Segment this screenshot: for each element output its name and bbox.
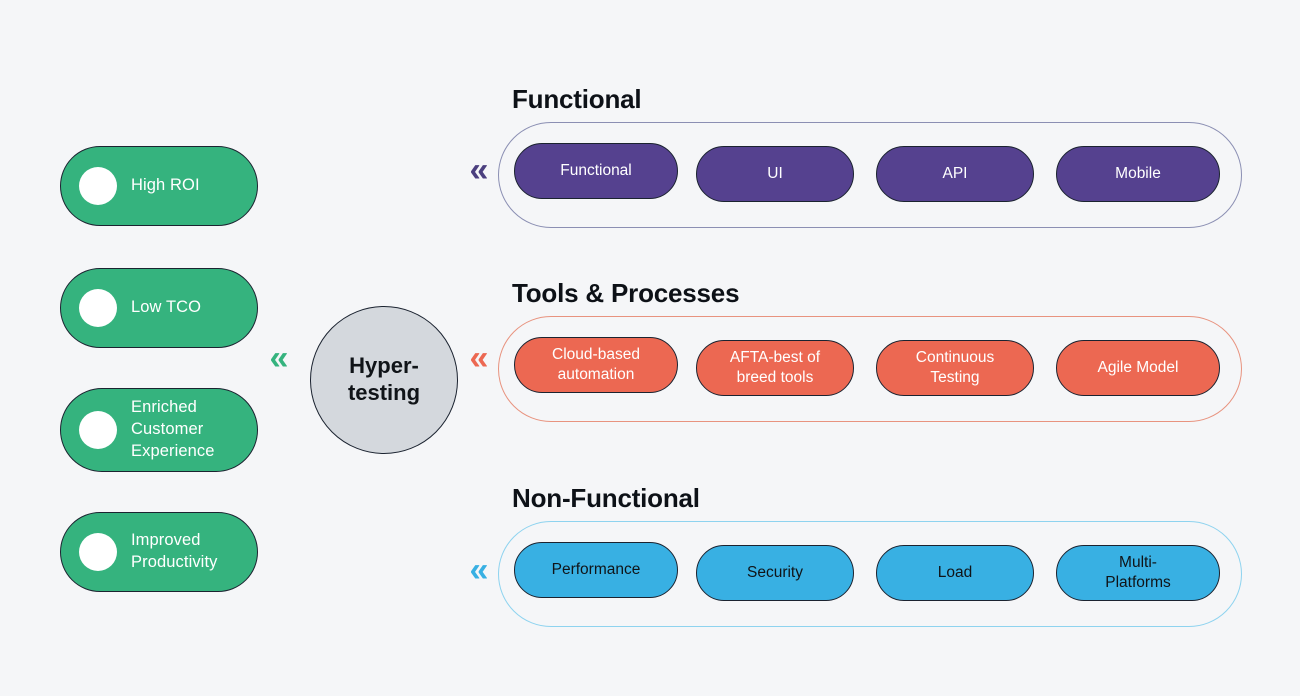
node-ui[interactable]: UI	[696, 146, 854, 202]
benefit-label: Enriched Customer Experience	[131, 398, 215, 460]
benefit-pill-enriched-customer-experience[interactable]: Enriched Customer Experience	[60, 388, 258, 472]
node-continuous-testing[interactable]: Continuous Testing	[876, 340, 1034, 396]
node-label: Multi- Platforms	[1105, 554, 1171, 591]
group-frame	[498, 122, 1242, 228]
bullet-dot-icon	[79, 411, 117, 449]
node-agile-model[interactable]: Agile Model	[1056, 340, 1220, 396]
node-label: Load	[937, 564, 973, 582]
node-cloud-based-automation[interactable]: Cloud-based automation	[514, 337, 678, 393]
benefit-pill-improved-productivity[interactable]: Improved Productivity	[60, 512, 258, 592]
node-label: Mobile	[1115, 165, 1161, 183]
node-security[interactable]: Security	[696, 545, 854, 601]
group-frame	[498, 316, 1242, 422]
chevron-tools-to-hub-icon: «	[469, 339, 489, 377]
node-functional[interactable]: Functional	[514, 143, 678, 199]
bullet-dot-icon	[79, 533, 117, 571]
node-multi-platforms[interactable]: Multi- Platforms	[1056, 545, 1220, 601]
chevron-non-functional-icon: «	[469, 551, 489, 589]
node-afta-best-of-breed-tools[interactable]: AFTA-best of breed tools	[696, 340, 854, 396]
group-title: Tools & Processes	[512, 278, 740, 308]
group-frame	[498, 521, 1242, 627]
chevron-functional-icon: «	[469, 151, 489, 189]
node-label: Cloud-based automation	[552, 346, 640, 383]
bullet-dot-icon	[79, 167, 117, 205]
node-performance[interactable]: Performance	[514, 542, 678, 598]
chevron-hub-to-benefits-icon: «	[269, 339, 289, 377]
node-label: API	[942, 165, 968, 183]
hub-label: Hyper- testing	[347, 353, 421, 405]
node-label: AFTA-best of breed tools	[729, 349, 821, 386]
benefit-label: Improved Productivity	[131, 531, 218, 571]
benefit-pill-low-tco[interactable]: Low TCO	[60, 268, 258, 348]
group-title: Non-Functional	[512, 483, 700, 513]
benefit-label: Low TCO	[131, 298, 202, 317]
node-label: Security	[747, 564, 803, 582]
benefit-label: High ROI	[131, 176, 200, 195]
group-title: Functional	[512, 84, 642, 114]
node-label: UI	[767, 165, 783, 183]
node-mobile[interactable]: Mobile	[1056, 146, 1220, 202]
bullet-dot-icon	[79, 289, 117, 327]
hub-hyper-testing[interactable]: Hyper- testing	[310, 306, 458, 454]
node-label: Performance	[551, 561, 641, 579]
node-load[interactable]: Load	[876, 545, 1034, 601]
node-api[interactable]: API	[876, 146, 1034, 202]
node-label: Continuous Testing	[915, 349, 995, 386]
node-label: Agile Model	[1097, 359, 1179, 377]
benefit-pill-high-roi[interactable]: High ROI	[60, 146, 258, 226]
node-label: Functional	[560, 162, 632, 180]
